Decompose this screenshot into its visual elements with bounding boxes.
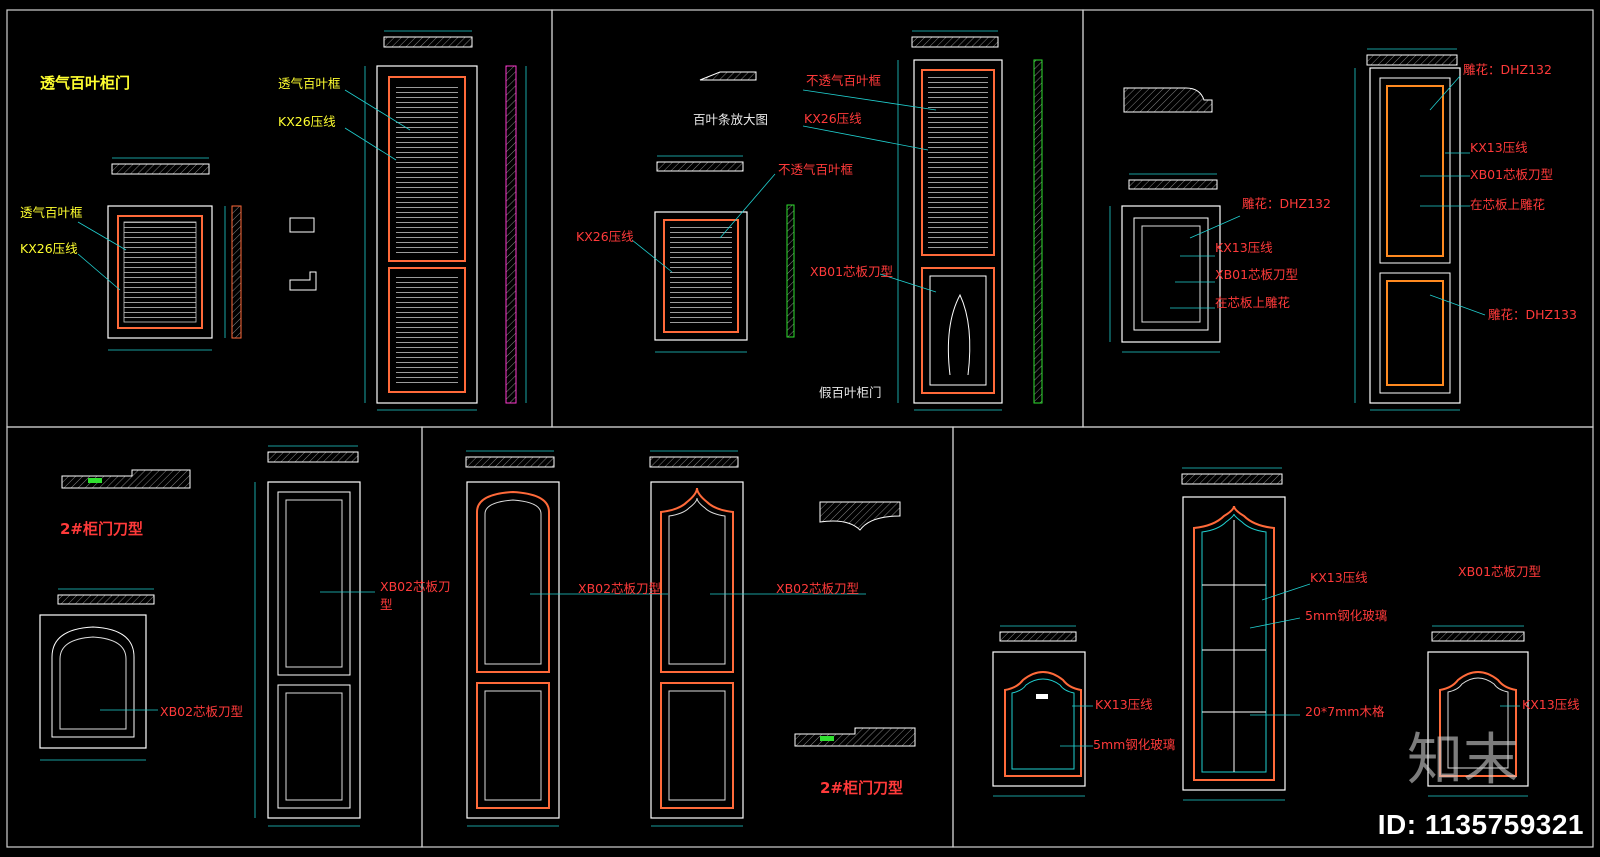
label-nonvent-top: 不透气百叶框 (806, 73, 882, 88)
label-kx13-right: KX13压线 (1470, 140, 1528, 155)
panel3-drawings (1109, 48, 1486, 411)
label-kx26-left-p2: KX26压线 (576, 229, 634, 244)
panel1-drawings (77, 30, 527, 411)
label-carving-132-right: 雕花：DHZ132 (1463, 62, 1552, 77)
label-fake-louver: 假百叶柜门 (819, 385, 882, 400)
label-on-panel-left: 在芯板上雕花 (1215, 295, 1291, 310)
label-xb01-p6: XB01芯板刀型 (1458, 564, 1542, 579)
panel5-drawings (465, 450, 916, 827)
label-glass-small: 5mm钢化玻璃 (1093, 737, 1176, 752)
label-carving-133: 雕花：DHZ133 (1488, 307, 1577, 322)
label-nonvent-mid: 不透气百叶框 (778, 162, 854, 177)
label-xb02-tall-b: 型 (380, 597, 393, 612)
label-louver-frame-top: 透气百叶框 (278, 76, 341, 91)
label-xb02-small: XB02芯板刀型 (160, 704, 244, 719)
label-kx13-small: KX13压线 (1095, 697, 1153, 712)
panel2-drawings (631, 30, 1043, 411)
panel4-drawings (39, 445, 375, 827)
label-grid: 20*7mm木格 (1305, 704, 1385, 719)
label-profile-2-p5: 2#柜门刀型 (820, 779, 904, 797)
label-kx13-right-p6: KX13压线 (1522, 697, 1580, 712)
panel1-title: 透气百叶柜门 (40, 74, 131, 92)
label-louver-enlarge: 百叶条放大图 (693, 112, 769, 127)
label-xb01-right: XB01芯板刀型 (1470, 167, 1554, 182)
label-louver-frame-left: 透气百叶框 (20, 205, 83, 220)
label-kx13-tall: KX13压线 (1310, 570, 1368, 585)
label-glass-tall: 5mm钢化玻璃 (1305, 608, 1388, 623)
label-kx26-right: KX26压线 (804, 111, 862, 126)
label-kx26-left: KX26压线 (20, 241, 78, 256)
label-on-panel-right: 在芯板上雕花 (1470, 197, 1546, 212)
watermark-logo: 知末 (1407, 728, 1519, 793)
label-xb02-a: XB02芯板刀型 (578, 581, 662, 596)
label-kx26-top: KX26压线 (278, 114, 336, 129)
watermark-id: ID: 1135759321 (1377, 809, 1584, 840)
panel-borders (6, 9, 1594, 848)
panel6-drawings (992, 467, 1529, 801)
label-xb01-left: XB01芯板刀型 (1215, 267, 1299, 282)
label-carving-132-left: 雕花：DHZ132 (1242, 196, 1331, 211)
label-xb02-tall-a: XB02芯板刀 (380, 579, 451, 594)
label-kx13-left: KX13压线 (1215, 240, 1273, 255)
label-xb01-p2: XB01芯板刀型 (810, 264, 894, 279)
label-profile-2-p4: 2#柜门刀型 (60, 520, 144, 538)
label-xb02-b: XB02芯板刀型 (776, 581, 860, 596)
